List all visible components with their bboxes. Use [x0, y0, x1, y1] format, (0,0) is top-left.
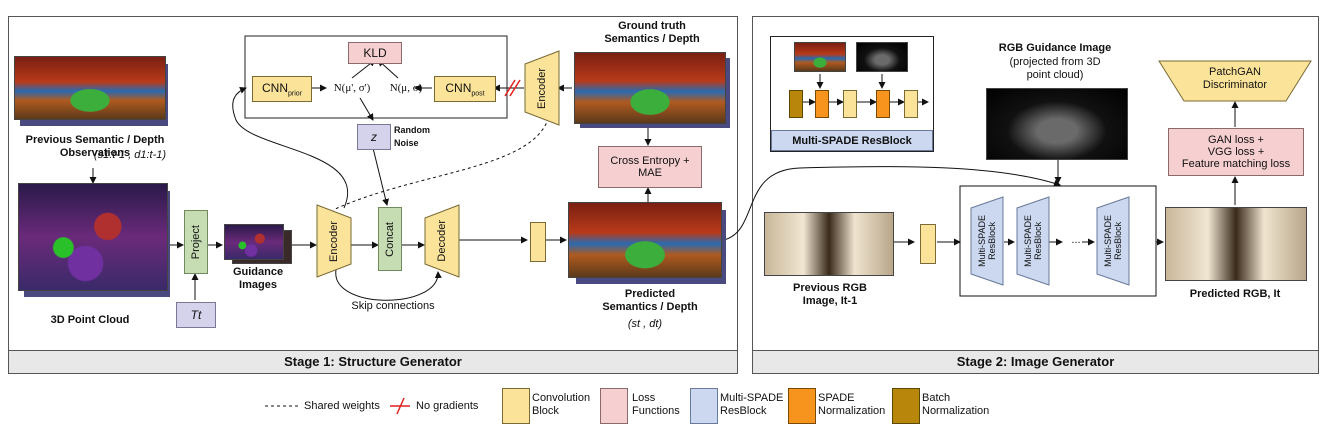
resblock-3-label: Multi-SPADE ResBlock: [1103, 215, 1123, 267]
cross-entropy-block: Cross Entropy + MAE: [598, 146, 702, 188]
inset-conv-2: [904, 90, 918, 118]
tt-label: Tt: [190, 308, 202, 322]
gt-image: [574, 52, 726, 124]
losses-label: GAN loss + VGG loss + Feature matching l…: [1181, 134, 1291, 170]
resblock-1: Multi-SPADE ResBlock: [970, 196, 1004, 286]
cnn-post-label: CNNpost: [445, 80, 485, 98]
n-prior-label: N(μ', σ'): [333, 82, 371, 94]
cnn-post-block: CNNpost: [434, 76, 496, 102]
resblock-2: Multi-SPADE ResBlock: [1016, 196, 1050, 286]
resblock-3: Multi-SPADE ResBlock: [1096, 196, 1130, 286]
multi-spade-title: Multi-SPADE ResBlock: [771, 130, 933, 151]
legend-spade-swatch: [788, 388, 816, 424]
inset-batchnorm-1: [789, 90, 803, 118]
legend-loss-label: Loss Functions: [632, 392, 680, 417]
cnn-prior-block: CNNprior: [252, 76, 312, 102]
encoder-top-label: Encoder: [536, 67, 548, 109]
pred-rgb-image: [1165, 207, 1307, 281]
cnn-prior-label: CNNprior: [261, 80, 302, 98]
legend-resblock-label: Multi-SPADE ResBlock: [720, 392, 784, 417]
project-block: Project: [184, 210, 208, 274]
decoder-label: Decoder: [436, 220, 448, 262]
patchgan-label: PatchGAN Discriminator: [1202, 66, 1268, 91]
stage2-frame: Stage 2: Image Generator: [752, 16, 1319, 374]
multi-spade-inset: [770, 36, 934, 152]
tt-block: Tt: [176, 302, 216, 328]
encoder-block: Encoder: [316, 204, 352, 278]
prev-rgb-image: [764, 212, 894, 276]
kld-block: KLD: [348, 42, 402, 64]
predicted-math: (st , dt): [627, 318, 663, 330]
inset-dark-image: [856, 42, 908, 72]
stage2-label: Stage 2: Image Generator: [753, 350, 1318, 373]
conv-block-stage2: [920, 224, 936, 264]
legend-batchnorm-swatch: [892, 388, 920, 424]
concat-block: Concat: [378, 207, 402, 271]
resblock-3-shape: [1096, 196, 1130, 286]
decoder-block: Decoder: [424, 204, 460, 278]
legend-loss-swatch: [600, 388, 628, 424]
conv-block-stage1: [530, 222, 546, 262]
stage1-frame: Stage 1: Structure Generator: [8, 16, 738, 374]
random-noise-label: Random Noise: [394, 125, 430, 148]
gt-label: Ground truth Semantics / Depth: [604, 20, 700, 45]
encoder-top-shape: [524, 50, 560, 126]
legend-conv-label: Convolution Block: [532, 392, 591, 417]
encoder-shape: [316, 204, 352, 278]
inset-spade-2: [876, 90, 890, 118]
patchgan-shape: [1158, 60, 1312, 102]
inset-conv-1: [843, 90, 857, 118]
rgb-guidance-title: RGB Guidance Image: [998, 42, 1112, 54]
legend-shared-weights: Shared weights: [304, 400, 380, 412]
losses-block: GAN loss + VGG loss + Feature matching l…: [1168, 128, 1304, 176]
concat-label: Concat: [384, 221, 396, 257]
legend-resblock-swatch: [690, 388, 718, 424]
legend-spade-label: SPADE Normalization: [818, 392, 886, 417]
decoder-shape: [424, 204, 460, 278]
predicted-label: Predicted Semantics / Depth: [602, 288, 698, 313]
cross-entropy-label: Cross Entropy + MAE: [610, 155, 690, 179]
resblock-2-shape: [1016, 196, 1050, 286]
encoder-top-block: Encoder: [524, 50, 560, 126]
z-block: z: [357, 124, 391, 150]
prev-obs-image: [14, 56, 166, 120]
resblock-ellipsis: ...: [1071, 234, 1081, 246]
legend-no-gradients: No gradients: [416, 400, 479, 412]
inset-semantic-image: [794, 42, 846, 72]
legend-batchnorm-label: Batch Normalization: [922, 392, 990, 417]
kld-label: KLD: [363, 46, 387, 60]
project-label: Project: [190, 224, 202, 260]
guidance-images-label: Guidance Images: [232, 266, 284, 291]
prev-obs-label: Previous Semantic / Depth Observations: [25, 134, 165, 159]
pred-rgb-label: Predicted RGB, It: [1189, 288, 1281, 300]
z-label: z: [371, 130, 377, 144]
rgb-guidance-image: [986, 88, 1128, 160]
guidance-image-front: [224, 224, 284, 260]
stage1-label: Stage 1: Structure Generator: [9, 350, 737, 373]
inset-spade-1: [815, 90, 829, 118]
point-cloud-image: [18, 183, 168, 291]
resblock-1-label: Multi-SPADE ResBlock: [977, 215, 997, 267]
legend-conv-swatch: [502, 388, 530, 424]
predicted-image: [568, 202, 722, 278]
rgb-guidance-sub: (projected from 3D point cloud): [1009, 56, 1101, 81]
resblock-2-label: Multi-SPADE ResBlock: [1023, 215, 1043, 267]
resblock-1-shape: [970, 196, 1004, 286]
encoder-label: Encoder: [328, 220, 340, 262]
skip-connections-label: Skip connections: [351, 300, 435, 312]
prev-rgb-label: Previous RGB Image, It-1: [793, 282, 867, 307]
prev-obs-math: (s1:t-1 , d1:t-1): [93, 149, 167, 161]
point-cloud-label: 3D Point Cloud: [50, 314, 130, 326]
n-post-label: N(μ, σ): [389, 82, 423, 94]
multi-spade-title-label: Multi-SPADE ResBlock: [792, 134, 912, 147]
